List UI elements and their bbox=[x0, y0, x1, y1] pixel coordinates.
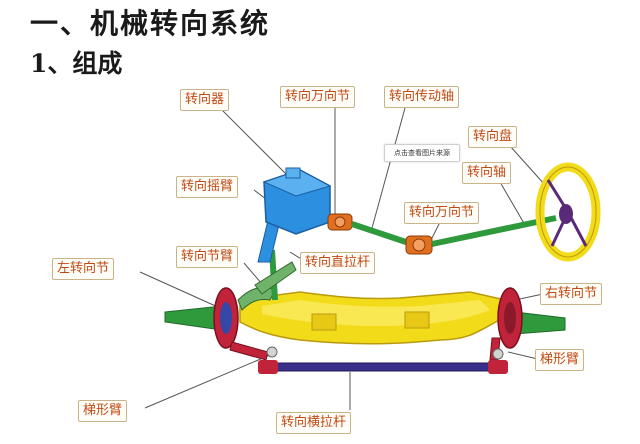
leader-transmission-shaft bbox=[371, 107, 406, 229]
universal-joint-2-part bbox=[405, 235, 433, 255]
label-knuckle-arm: 转向节臂 bbox=[176, 246, 239, 268]
knuckle-arm-bar bbox=[254, 261, 297, 295]
right-hub-seal bbox=[504, 302, 516, 334]
label-tie-rod: 转向横拉杆 bbox=[276, 412, 352, 434]
label-steering-wheel: 转向盘 bbox=[468, 126, 518, 148]
label-steering-gear: 转向器 bbox=[180, 89, 230, 111]
tie-rod-end-left bbox=[258, 360, 278, 374]
leader-steering-wheel bbox=[509, 145, 546, 186]
universal-joint-1-part bbox=[327, 213, 353, 231]
steering-gear-boss bbox=[285, 167, 301, 179]
leader-steering-gear bbox=[221, 109, 293, 181]
transmission-shaft-part bbox=[351, 221, 413, 247]
page-title: 一、机械转向系统 bbox=[30, 7, 271, 40]
tie-rod-end-right bbox=[488, 360, 508, 374]
label-drag-link: 转向直拉杆 bbox=[300, 252, 376, 274]
tie-rod-ball-left bbox=[266, 346, 278, 358]
label-right-knuckle: 右转向节 bbox=[540, 283, 603, 305]
left-trapezoid-arm-part bbox=[229, 341, 269, 361]
axle-spring-pad-right bbox=[404, 311, 430, 329]
label-trapezoid-arm-left: 梯形臂 bbox=[78, 400, 128, 422]
tie-rod-ball-right bbox=[492, 348, 504, 360]
left-knuckle-arm-part bbox=[237, 286, 276, 311]
leader-trapezoid-arm-left bbox=[144, 354, 271, 409]
label-universal-joint-2: 转向万向节 bbox=[404, 202, 480, 224]
label-trapezoid-arm-right: 梯形臂 bbox=[535, 349, 585, 371]
leader-steering-shaft bbox=[499, 181, 526, 226]
leader-knuckle-arm bbox=[243, 262, 263, 285]
label-steering-shaft: 转向轴 bbox=[462, 162, 512, 184]
steering-shaft-part bbox=[431, 215, 557, 247]
leader-lines bbox=[139, 107, 546, 410]
label-pitman-arm: 转向摇臂 bbox=[176, 176, 239, 198]
label-left-knuckle: 左转向节 bbox=[52, 258, 115, 280]
label-transmission-shaft: 转向传动轴 bbox=[384, 86, 460, 108]
tie-rod-bar bbox=[267, 362, 497, 372]
label-universal-joint-1: 转向万向节 bbox=[280, 86, 356, 108]
image-source-tooltip[interactable]: 点击查看图片来源 bbox=[384, 144, 460, 162]
left-hub-seal bbox=[220, 302, 232, 334]
axle-spring-pad-left bbox=[311, 313, 337, 331]
section-subtitle: 1、组成 bbox=[30, 49, 123, 78]
steering-wheel-part bbox=[535, 162, 601, 262]
leader-left-knuckle bbox=[139, 271, 221, 309]
